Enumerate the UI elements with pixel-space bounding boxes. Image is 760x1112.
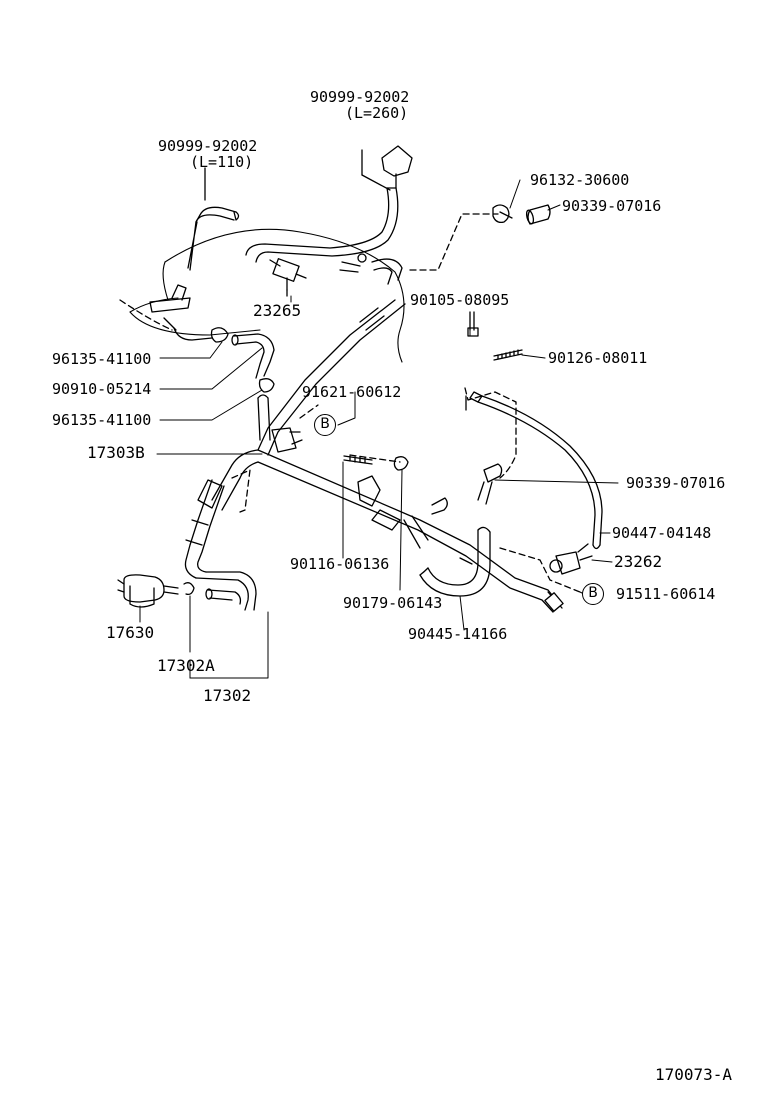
label-17303b: 17303B — [87, 443, 145, 462]
nut-90179-graphic — [393, 456, 409, 471]
label-17630: 17630 — [106, 623, 155, 642]
callout-b-lower: B — [582, 583, 604, 605]
label-17302: 17302 — [203, 686, 252, 705]
vsv-23265 — [269, 258, 307, 297]
check-valve-top — [381, 145, 413, 189]
label-90126-08011: 90126-08011 — [548, 349, 648, 367]
callout-b-upper: B — [314, 414, 336, 436]
small-hose-upper — [339, 253, 403, 285]
bracket-left-graphic — [149, 284, 191, 331]
clip-96135-a-graphic — [173, 327, 229, 343]
bolt-90105-graphic — [467, 311, 479, 337]
label-23262: 23262 — [614, 552, 663, 571]
hose-l110 — [187, 167, 240, 271]
hose-90339-top-graphic — [525, 204, 551, 225]
hose-17303b-graphic — [257, 394, 303, 453]
label-l260: (L=260) — [345, 104, 409, 122]
label-90445-14166: 90445-14166 — [408, 625, 508, 643]
valve-17630-graphic — [117, 574, 195, 608]
label-90105-08095: 90105-08095 — [410, 291, 510, 309]
label-96135-41100-b: 96135-41100 — [52, 411, 152, 429]
label-90910-05214: 90910-05214 — [52, 380, 152, 398]
hose-90910-graphic — [231, 333, 275, 379]
bracket-centre-graphic — [357, 475, 448, 549]
dashed-leaders — [119, 213, 581, 593]
label-17302a: 17302A — [157, 656, 215, 675]
label-90339-07016-top: 90339-07016 — [562, 197, 662, 215]
main-air-pipe — [211, 299, 564, 613]
label-90339-07016-mid: 90339-07016 — [626, 474, 726, 492]
label-96135-41100-a: 96135-41100 — [52, 350, 152, 368]
figure-code: 170073-A — [655, 1065, 733, 1084]
label-l110: (L=110) — [190, 153, 254, 171]
stud-90116-graphic — [343, 455, 373, 465]
label-90179-06143: 90179-06143 — [343, 594, 443, 612]
label-90999-92002-l110: 90999-92002 — [158, 137, 258, 155]
label-90999-92002-l260: 90999-92002 — [310, 88, 410, 106]
hose-l260 — [245, 149, 399, 263]
label-90447-04148: 90447-04148 — [612, 524, 712, 542]
label-90116-06136: 90116-06136 — [290, 555, 390, 573]
label-23265: 23265 — [253, 301, 302, 320]
vsv-23262-graphic — [549, 543, 593, 575]
engine-outline — [129, 228, 405, 363]
cable-90447-graphic — [465, 391, 603, 550]
label-91621-60612: 91621-60612 — [302, 383, 402, 401]
leader-lines — [139, 179, 619, 679]
stud-90126-graphic — [493, 349, 523, 361]
clip-96132-graphic — [492, 204, 513, 224]
left-vertical-hose — [184, 479, 257, 611]
hose-90339-mid-graphic — [477, 463, 503, 505]
clip-96135-b-graphic — [258, 378, 275, 393]
label-96132-30600: 96132-30600 — [530, 171, 630, 189]
label-91511-60614: 91511-60614 — [616, 585, 716, 603]
